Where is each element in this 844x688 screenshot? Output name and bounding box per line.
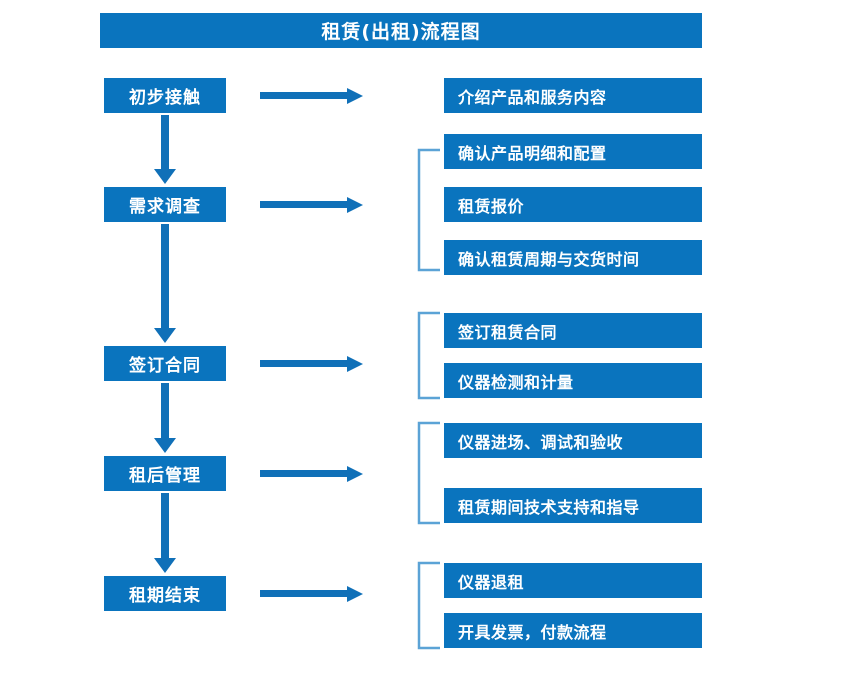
detail-box-8[interactable]: 租赁期间技术支持和指导 [444, 488, 702, 523]
horizontal-arrow-2 [260, 197, 363, 213]
vertical-arrow-3 [154, 383, 176, 453]
group-bracket-1 [417, 148, 440, 272]
stage-box-4[interactable]: 租后管理 [104, 456, 226, 491]
detail-box-10[interactable]: 开具发票，付款流程 [444, 613, 702, 648]
stage-box-5[interactable]: 租期结束 [104, 576, 226, 611]
detail-box-7[interactable]: 仪器进场、调试和验收 [444, 423, 702, 458]
group-bracket-4 [417, 561, 440, 650]
stage-box-2[interactable]: 需求调查 [104, 187, 226, 222]
stage-box-3[interactable]: 签订合同 [104, 346, 226, 381]
group-bracket-3 [417, 421, 440, 525]
page-title: 租赁(出租)流程图 [100, 13, 702, 48]
group-bracket-2 [417, 311, 440, 400]
horizontal-arrow-3 [260, 356, 363, 372]
detail-box-3[interactable]: 租赁报价 [444, 187, 702, 222]
detail-box-9[interactable]: 仪器退租 [444, 563, 702, 598]
stage-box-1[interactable]: 初步接触 [104, 78, 226, 113]
vertical-arrow-1 [154, 115, 176, 184]
horizontal-arrow-1 [260, 88, 363, 104]
detail-box-4[interactable]: 确认租赁周期与交货时间 [444, 240, 702, 275]
vertical-arrow-2 [154, 224, 176, 343]
detail-box-2[interactable]: 确认产品明细和配置 [444, 134, 702, 169]
detail-box-6[interactable]: 仪器检测和计量 [444, 363, 702, 398]
detail-box-1[interactable]: 介绍产品和服务内容 [444, 78, 702, 113]
horizontal-arrow-4 [260, 466, 363, 482]
horizontal-arrow-5 [260, 586, 363, 602]
vertical-arrow-4 [154, 493, 176, 573]
detail-box-5[interactable]: 签订租赁合同 [444, 313, 702, 348]
